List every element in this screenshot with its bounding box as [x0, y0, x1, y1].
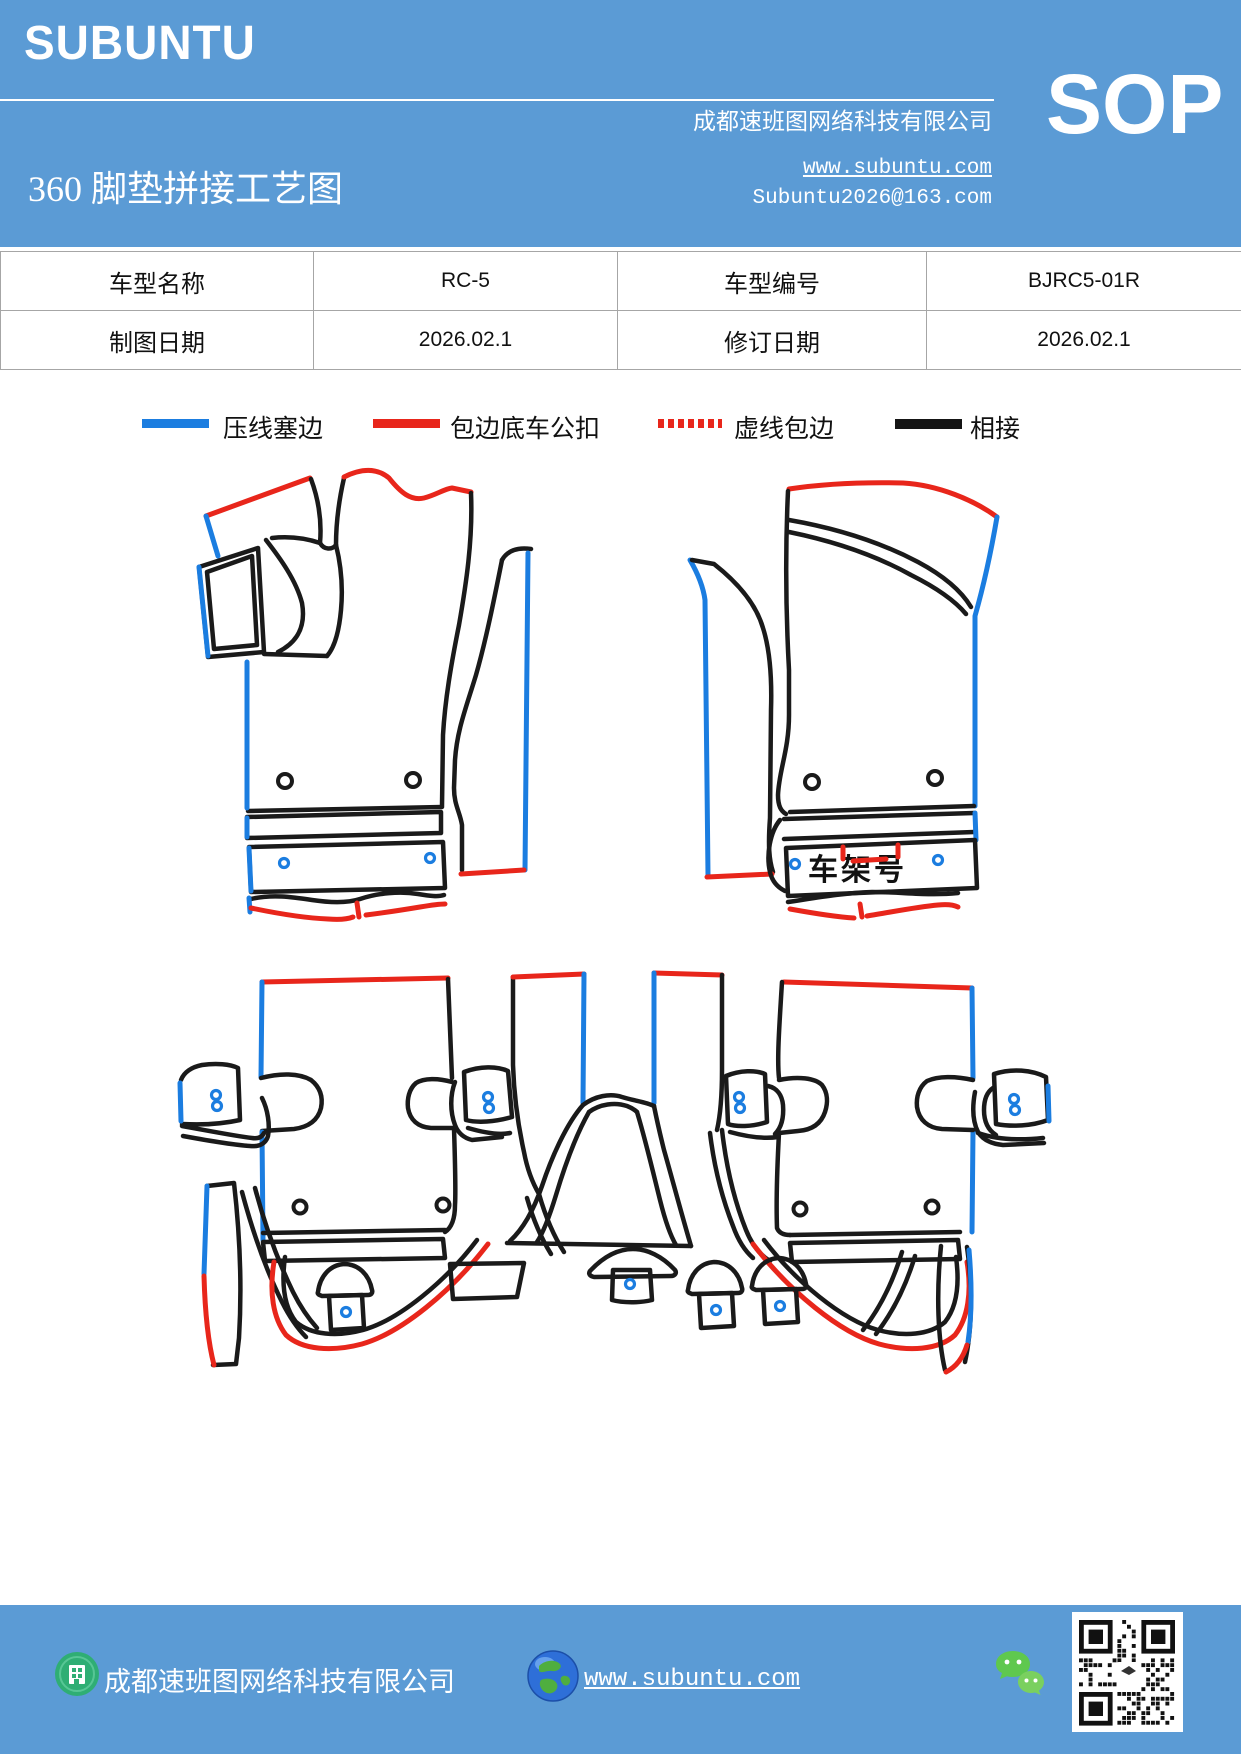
frame-number-annotation: 车架号 — [808, 853, 907, 887]
website-link-footer[interactable]: www.subuntu.com — [584, 1666, 801, 1693]
company-name-header: 成都速班图网络科技有限公司 — [693, 109, 992, 134]
mat-pattern-diagram: 车架号 — [177, 467, 1052, 1375]
draw-date-value: 2026.02.1 — [313, 310, 618, 370]
model-code-value: BJRC5-01R — [926, 251, 1241, 311]
table-row: 车型名称 RC-5 车型编号 BJRC5-01R — [0, 251, 1241, 311]
qr-code — [1072, 1612, 1183, 1732]
email-address: Subuntu2026@163.com — [752, 187, 992, 210]
globe-icon — [527, 1650, 579, 1702]
front-left-mat — [196, 467, 534, 922]
model-code-label: 车型编号 — [617, 251, 927, 311]
legend-label-wrap-buckle: 包边底车公扣 — [450, 416, 601, 443]
page-title: 360 脚垫拼接工艺图 — [28, 169, 344, 209]
company-name-footer: 成都速班图网络科技有限公司 — [104, 1667, 455, 1697]
company-building-icon — [55, 1652, 99, 1696]
revise-date-value: 2026.02.1 — [926, 310, 1241, 370]
legend-swatch-red-solid — [373, 419, 440, 428]
center-tunnel-piece — [504, 970, 773, 1305]
draw-date-label: 制图日期 — [0, 310, 314, 370]
sop-badge: SOP — [1046, 57, 1224, 151]
legend-swatch-black-solid — [895, 419, 962, 429]
header-band: SUBUNTU 360 脚垫拼接工艺图 成都速班图网络科技有限公司 SOP ww… — [0, 0, 1241, 247]
vehicle-info-table: 车型名称 RC-5 车型编号 BJRC5-01R 制图日期 2026.02.1 … — [0, 251, 1241, 370]
table-row: 制图日期 2026.02.1 修订日期 2026.02.1 — [0, 310, 1241, 370]
model-name-label: 车型名称 — [0, 251, 314, 311]
legend-swatch-blue-solid — [142, 419, 209, 428]
model-name-value: RC-5 — [313, 251, 618, 311]
brand-logo: SUBUNTU — [24, 15, 256, 70]
rear-left-mat — [177, 975, 527, 1368]
legend-swatch-red-dashed — [658, 419, 722, 428]
legend-label-dashed-wrap: 虚线包边 — [734, 416, 835, 443]
legend-label-join: 相接 — [970, 416, 1021, 443]
front-right-mat: 车架号 — [687, 480, 1000, 921]
website-link-header[interactable]: www.subuntu.com — [802, 157, 992, 180]
revise-date-label: 修订日期 — [617, 310, 927, 370]
header-divider-line — [0, 99, 994, 101]
rear-right-mat — [685, 979, 1052, 1375]
legend-label-press-edge: 压线塞边 — [223, 416, 324, 443]
wechat-icon — [996, 1651, 1044, 1695]
